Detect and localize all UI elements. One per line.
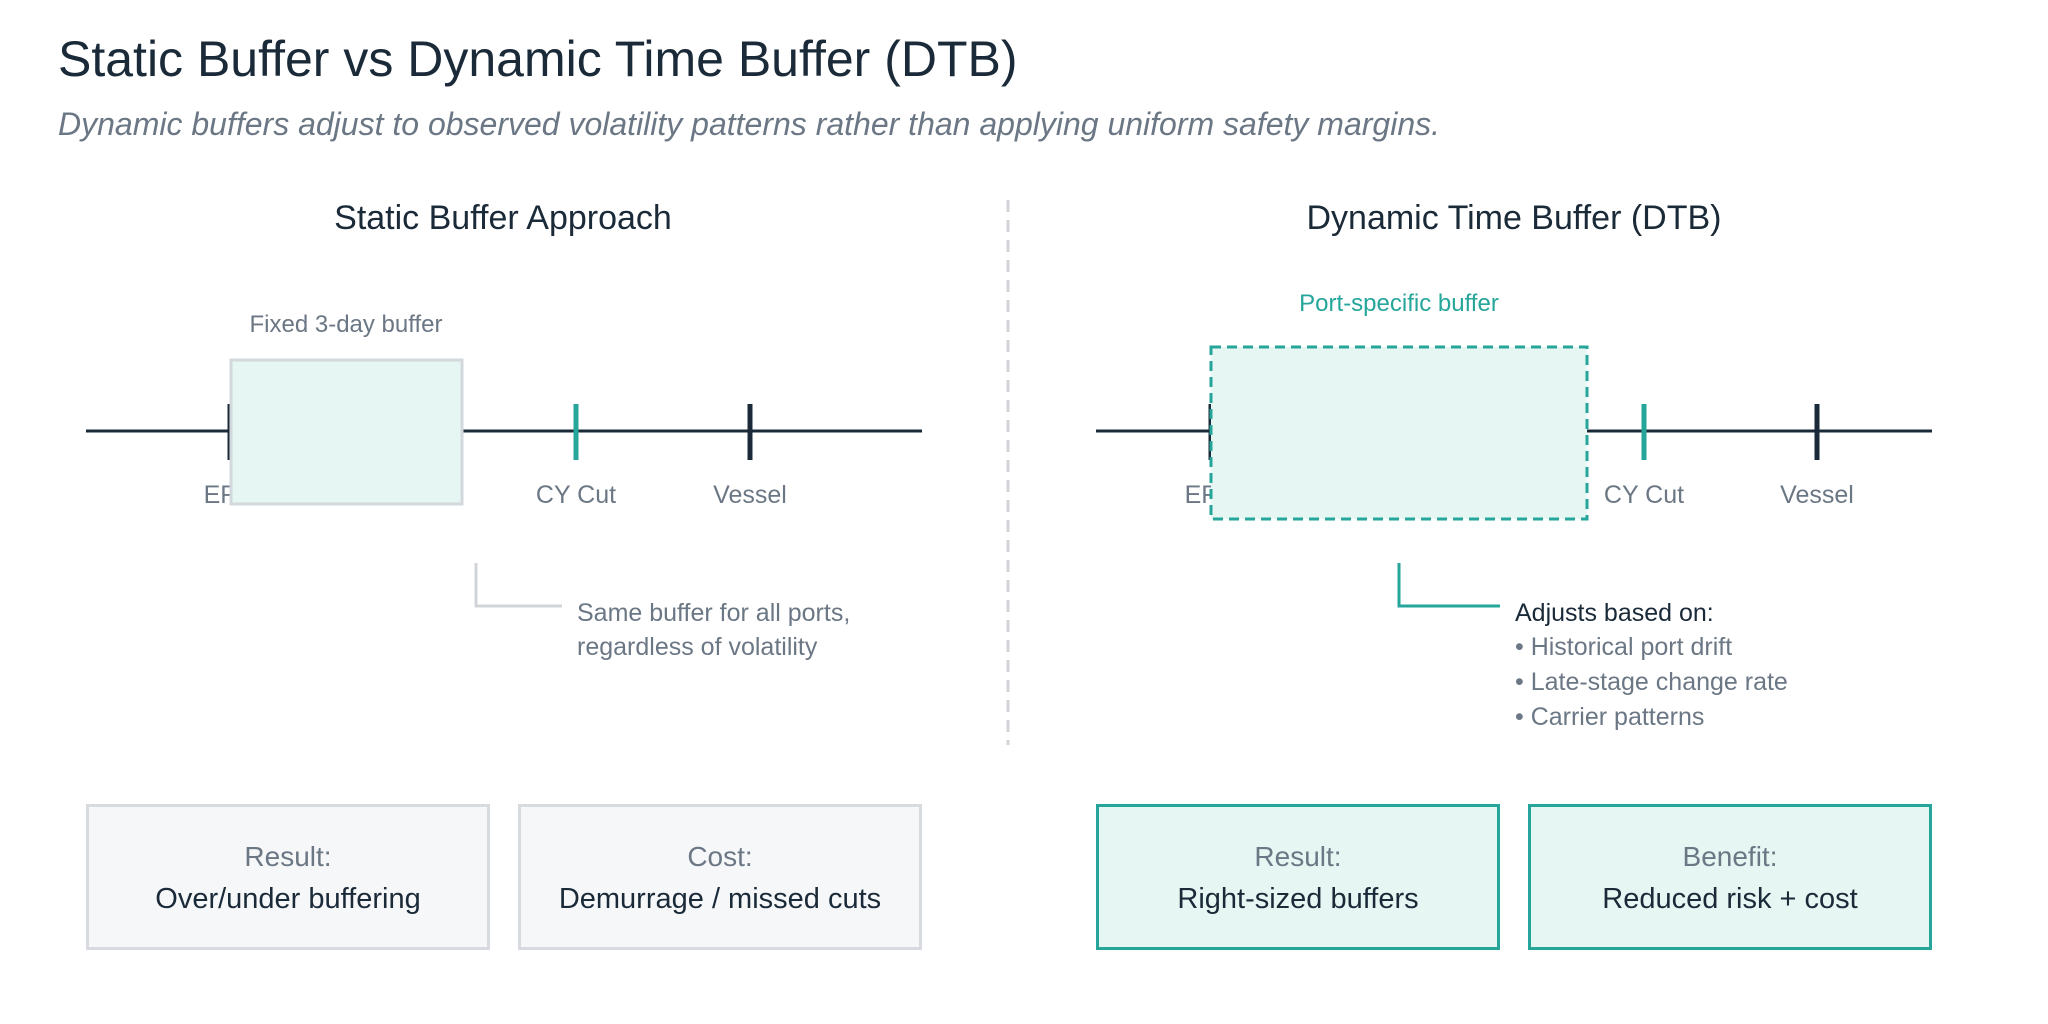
- static-cost-box: Cost: Demurrage / missed cuts: [518, 804, 922, 950]
- static-cost-value: Demurrage / missed cuts: [558, 883, 882, 915]
- dynamic-vessel-label: Vessel: [1780, 481, 1854, 509]
- static-result-box: Result: Over/under buffering: [86, 804, 490, 950]
- page-subtitle: Dynamic buffers adjust to observed volat…: [58, 106, 1440, 142]
- dynamic-buffer-label: Port-specific buffer: [1299, 290, 1499, 317]
- dynamic-cy-cut-label: CY Cut: [1604, 481, 1684, 509]
- dynamic-benefit-box: Benefit: Reduced risk + cost: [1528, 804, 1932, 950]
- dynamic-port-buffer: [1209, 345, 1589, 521]
- dynamic-result-box: Result: Right-sized buffers: [1096, 804, 1500, 950]
- dynamic-adjusts-item-2: • Late-stage change rate: [1515, 668, 1788, 696]
- static-result-value: Over/under buffering: [155, 883, 421, 915]
- static-cy-cut-label: CY Cut: [536, 481, 616, 509]
- static-note-line-2: regardless of volatility: [577, 633, 818, 661]
- dynamic-adjusts-item-3: • Carrier patterns: [1515, 703, 1704, 731]
- dynamic-note-connector: [1397, 563, 1500, 608]
- dynamic-result-value: Right-sized buffers: [1177, 883, 1419, 915]
- dynamic-benefit-key: Benefit:: [1682, 841, 1778, 872]
- static-panel-heading: Static Buffer Approach: [334, 199, 672, 237]
- static-result-key: Result:: [244, 841, 332, 872]
- static-vessel-label: Vessel: [713, 481, 787, 509]
- dynamic-adjusts-item-1: • Historical port drift: [1515, 633, 1732, 661]
- static-fixed-buffer: [229, 358, 464, 506]
- page-title: Static Buffer vs Dynamic Time Buffer (DT…: [58, 31, 1018, 87]
- static-note-connector: [474, 563, 562, 608]
- dynamic-benefit-value: Reduced risk + cost: [1602, 883, 1858, 915]
- dynamic-result-key: Result:: [1254, 841, 1342, 872]
- static-cost-key: Cost:: [687, 841, 753, 872]
- static-note-line-1: Same buffer for all ports,: [577, 599, 850, 627]
- static-buffer-label: Fixed 3-day buffer: [250, 311, 443, 338]
- dynamic-adjusts-heading: Adjusts based on:: [1515, 599, 1714, 627]
- dynamic-panel-heading: Dynamic Time Buffer (DTB): [1306, 199, 1721, 237]
